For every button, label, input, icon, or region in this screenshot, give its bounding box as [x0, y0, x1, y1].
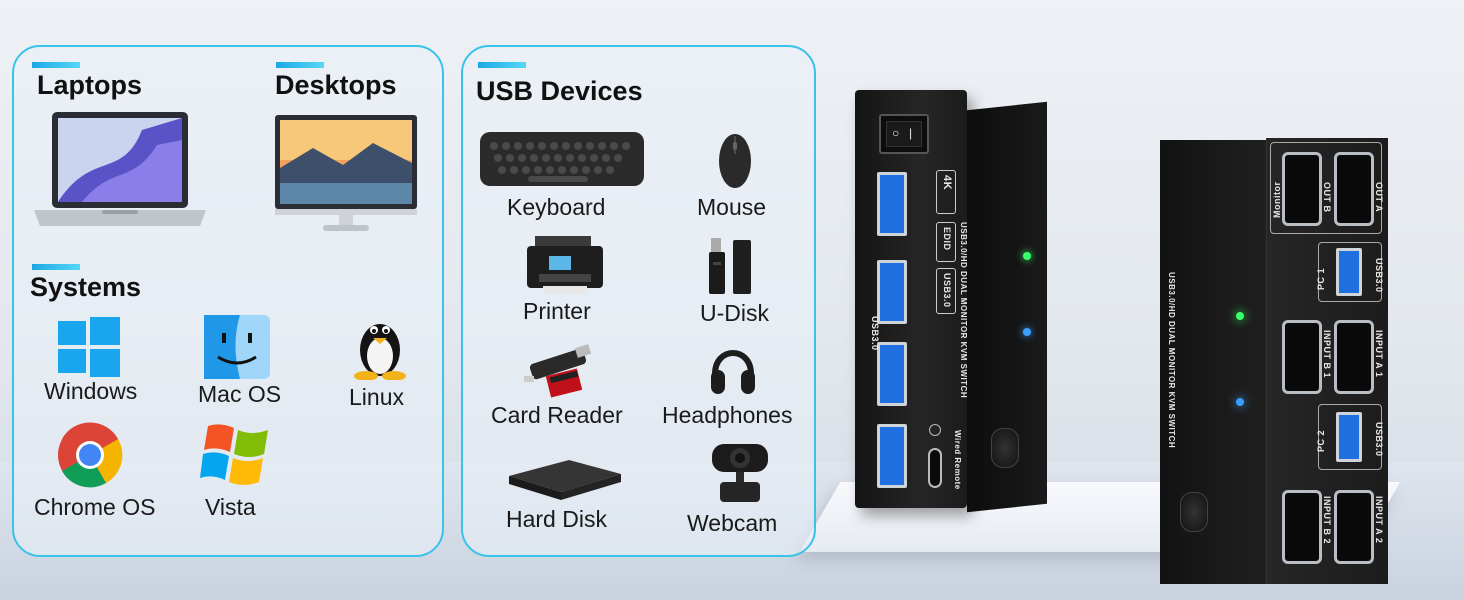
led-green-left — [1023, 252, 1031, 260]
printer-icon — [527, 236, 603, 294]
led-blue-left — [1023, 328, 1031, 336]
keyboard-icon — [480, 132, 644, 186]
power-switch[interactable]: ○ | — [879, 114, 929, 154]
mouse-icon — [719, 134, 751, 188]
pc1-usb-port[interactable] — [1336, 248, 1362, 296]
usb-label-udisk: U-Disk — [700, 300, 769, 326]
input-b1-label: INPUT B 1 — [1322, 330, 1332, 379]
laptop-icon — [34, 112, 206, 226]
system-label-macos: Mac OS — [198, 381, 282, 407]
input-a1-label: INPUT A 1 — [1374, 330, 1384, 378]
usb-ports-label: USB3.0 — [870, 316, 880, 351]
monitor-out-group — [1270, 142, 1382, 234]
badge-4k: 4K — [936, 170, 956, 214]
pc2-label: PC 2 — [1316, 429, 1326, 452]
remote-icon — [929, 424, 941, 436]
device-right-title: USB3.0/HD DUAL MONITOR KVM SWITCH — [1167, 272, 1176, 449]
switch-knob-left[interactable] — [991, 428, 1019, 468]
windows-vista-icon — [200, 424, 268, 485]
systems-title: Systems — [30, 272, 142, 302]
usb-label-mouse: Mouse — [697, 194, 767, 220]
systems-accent — [32, 264, 80, 270]
pc1-usb-group — [1318, 242, 1382, 302]
usb-devices-title: USB Devices — [476, 76, 643, 106]
chrome-icon — [58, 422, 123, 488]
pc2-usb-port[interactable] — [1336, 412, 1362, 462]
tux-icon — [354, 324, 406, 380]
badge-usb30: USB3.0 — [936, 268, 956, 314]
usb-port-3[interactable] — [877, 342, 907, 406]
led-green-right — [1236, 312, 1244, 320]
pc2-usb-group — [1318, 404, 1382, 470]
desktops-accent — [276, 62, 324, 68]
power-switch-off-mark: ○ — [892, 126, 900, 140]
hard-disk-icon — [509, 460, 621, 500]
hdmi-out-a[interactable] — [1334, 152, 1374, 226]
hdmi-out-b[interactable] — [1282, 152, 1322, 226]
usb-label-printer: Printer — [523, 298, 591, 324]
pc1-usb-label: USB3.0 — [1374, 258, 1384, 293]
desktops-title: Desktops — [275, 70, 397, 100]
hdmi-input-b2[interactable] — [1282, 490, 1322, 564]
usb-port-1[interactable] — [877, 172, 907, 236]
windows-icon — [58, 317, 120, 377]
usb-label-keyboard: Keyboard — [507, 194, 606, 220]
input-b2-label: INPUT B 2 — [1322, 496, 1332, 545]
hdmi-input-b1[interactable] — [1282, 320, 1322, 394]
monitor-label: Monitor — [1272, 181, 1282, 219]
usb-label-webcam: Webcam — [687, 510, 778, 536]
finder-icon — [204, 315, 270, 379]
power-switch-on-mark: | — [909, 126, 913, 140]
wired-remote-label: Wired Remote — [953, 430, 962, 490]
kvm-switch-front-device — [855, 90, 967, 508]
input-a2-label: INPUT A 2 — [1374, 496, 1384, 544]
webcam-icon — [712, 444, 768, 502]
out-a-label: OUT A — [1374, 182, 1384, 213]
headphones-icon — [711, 350, 755, 394]
wired-remote-port[interactable] — [928, 448, 942, 488]
system-label-chromeos: Chrome OS — [34, 494, 156, 520]
hdmi-input-a1[interactable] — [1334, 320, 1374, 394]
out-b-label: OUT B — [1322, 182, 1332, 213]
device-left-title: USB3.0/HD DUAL MONITOR KVM SWITCH — [959, 222, 968, 399]
system-label-vista: Vista — [205, 494, 256, 520]
desktop-monitor-icon — [275, 115, 417, 231]
led-blue-right — [1236, 398, 1244, 406]
card-reader-icon — [524, 344, 592, 398]
usb-accent — [478, 62, 526, 68]
laptops-accent — [32, 62, 80, 68]
switch-knob-right[interactable] — [1180, 492, 1208, 532]
usb-port-2[interactable] — [877, 260, 907, 324]
pc2-usb-label: USB3.0 — [1374, 422, 1384, 457]
usb-port-4[interactable] — [877, 424, 907, 488]
pc1-label: PC 1 — [1316, 267, 1326, 290]
kvm-switch-back-device — [1160, 140, 1268, 584]
system-label-windows: Windows — [44, 378, 138, 404]
usb-label-cardreader: Card Reader — [491, 402, 623, 428]
usb-drive-icon — [709, 238, 751, 294]
badge-edid: EDID — [936, 222, 956, 262]
usb-label-headphones: Headphones — [662, 402, 793, 428]
hdmi-input-a2[interactable] — [1334, 490, 1374, 564]
system-label-linux: Linux — [349, 384, 404, 410]
laptops-title: Laptops — [37, 70, 142, 100]
usb-label-harddisk: Hard Disk — [506, 506, 607, 532]
